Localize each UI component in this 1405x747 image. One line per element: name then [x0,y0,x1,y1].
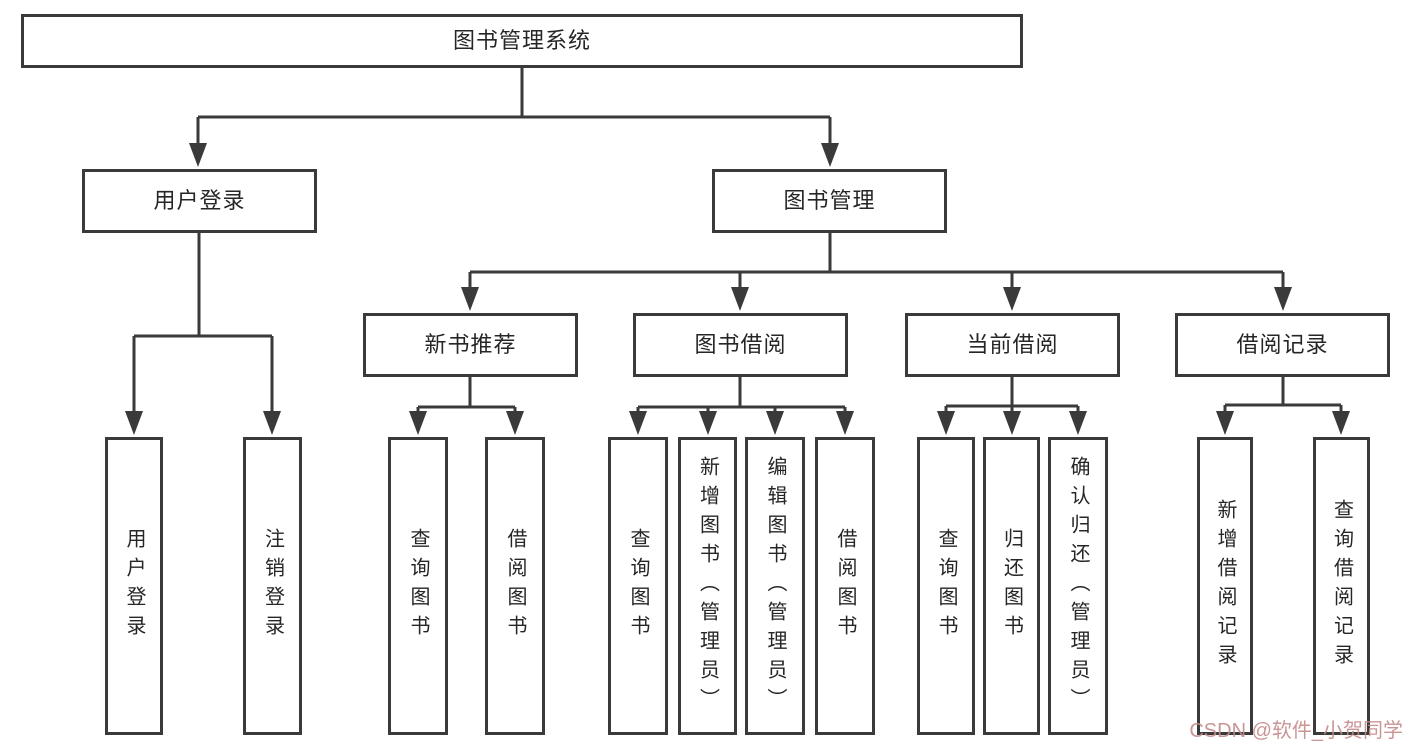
node-user-login: 用户登录 [82,169,317,233]
watermark-text: CSDN @软件_小贺同学 [1189,720,1403,742]
leaf-current-query-books: 查询图书 [917,437,975,735]
node-new-book-recommend: 新书推荐 [363,313,578,377]
leaf-current-return-books: 归还图书 [983,437,1040,735]
leaf-records-query-record: 查询借阅记录 [1313,437,1370,735]
leaf-recommend-query-books: 查询图书 [388,437,448,735]
leaf-borrowing-edit-books-admin: 编辑图书（管理员） [745,437,805,735]
node-library-system: 图书管理系统 [21,14,1023,68]
leaf-current-confirm-return-admin: 确认归还（管理员） [1048,437,1108,735]
node-current-borrowing: 当前借阅 [905,313,1120,377]
node-borrow-records: 借阅记录 [1175,313,1390,377]
leaf-records-add-record: 新增借阅记录 [1197,437,1253,735]
leaf-borrowing-add-books-admin: 新增图书（管理员） [678,437,737,735]
leaf-borrowing-borrow-books: 借阅图书 [815,437,875,735]
arrow-heads [125,143,1350,435]
leaf-borrowing-query-books: 查询图书 [608,437,668,735]
node-book-management: 图书管理 [712,169,947,233]
node-book-borrowing: 图书借阅 [633,313,848,377]
leaf-recommend-borrow-books: 借阅图书 [485,437,545,735]
leaf-user-login: 用户登录 [105,437,163,735]
leaf-logout: 注销登录 [243,437,302,735]
